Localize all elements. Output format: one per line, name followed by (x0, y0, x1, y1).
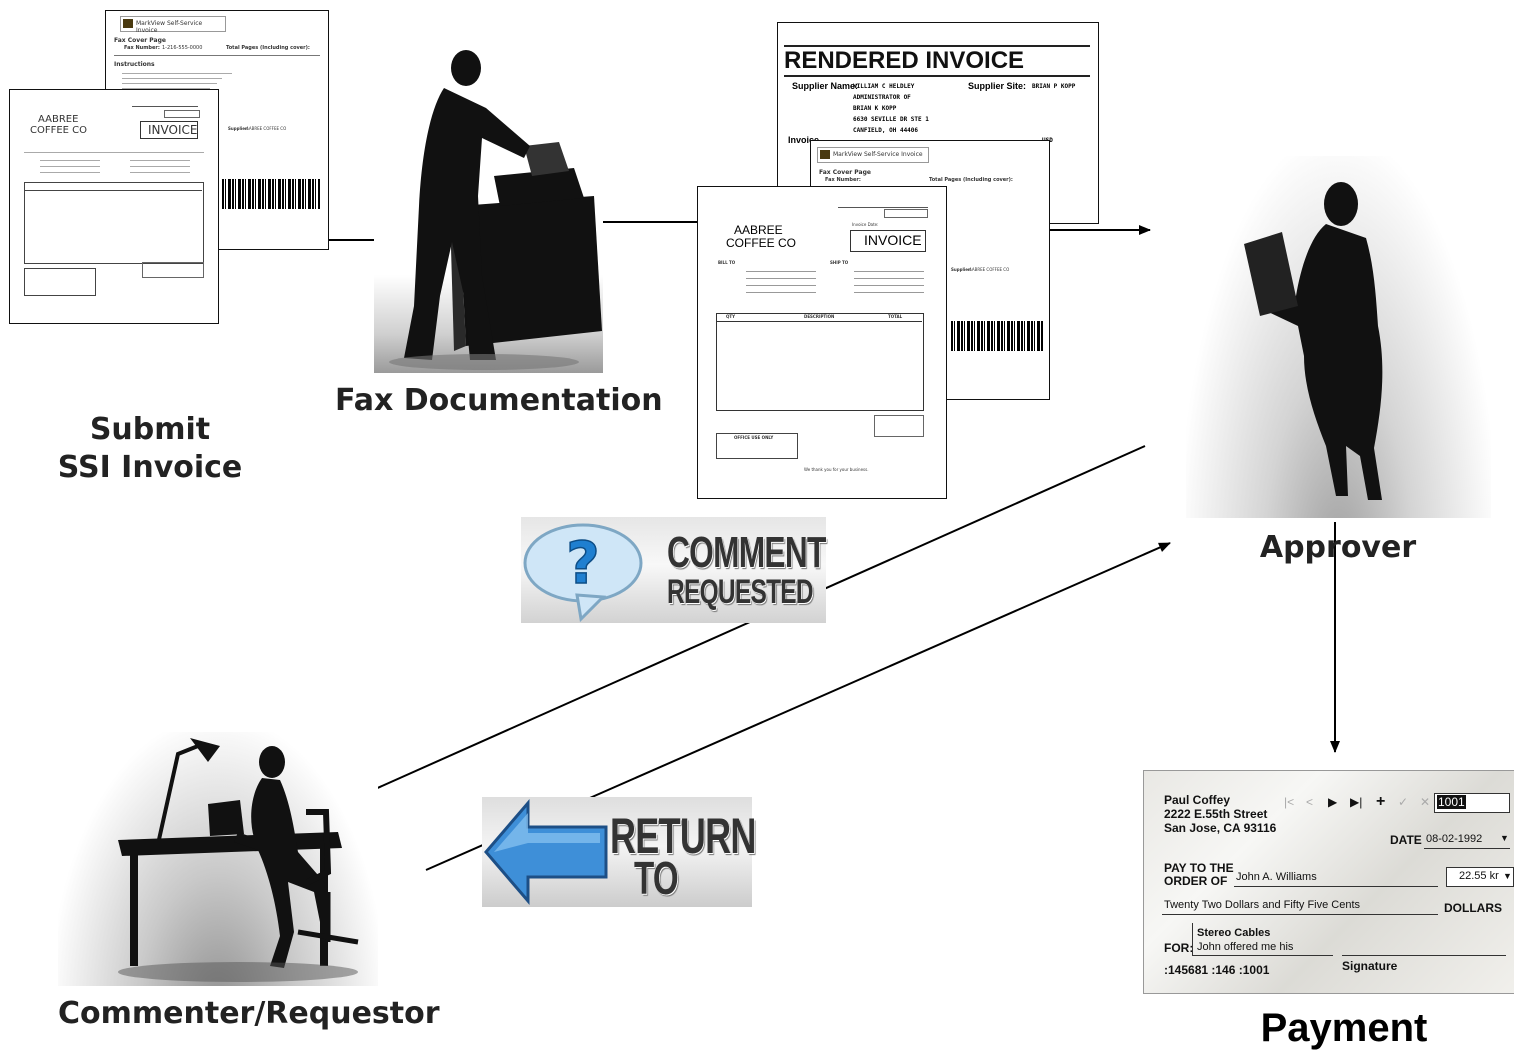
approver-silhouette (1244, 182, 1383, 500)
logo-mark-icon-2 (820, 150, 830, 159)
office-use-label: OFFICE USE ONLY (734, 435, 774, 440)
rendered-invoice-label: Invoice (788, 135, 820, 145)
bill-to-label: BILL TO (718, 260, 736, 265)
supplier-address-line-4: CANFIELD, OH 44406 (853, 127, 919, 134)
fax-supplier-value: AABREE COFFEE CO (246, 126, 287, 131)
return-to-stamp: RETURN TO (482, 797, 756, 907)
supplier-address-line-3: 6630 SEVILLE DR STE 1 (853, 116, 929, 123)
check-date[interactable]: 08-02-1992 (1426, 833, 1483, 845)
fax-cover-header-2: MarkView Self-Service Invoice (833, 151, 923, 158)
fax-operator-photo (374, 46, 603, 373)
micr-line: :145681 :146 :1001 (1164, 963, 1270, 977)
confirm-icon[interactable]: ✓ (1398, 795, 1409, 809)
svg-text:?: ? (566, 529, 600, 597)
question-bubble-icon: ? (523, 523, 643, 623)
prev-record-icon[interactable]: < (1306, 795, 1314, 809)
fax-number: 1-216-555-0000 (162, 45, 203, 51)
delete-icon[interactable]: ✕ (1420, 795, 1431, 809)
markview-logo-2: MarkView Self-Service Invoice (817, 147, 929, 163)
payer-city: San Jose, CA 93116 (1164, 821, 1277, 835)
return-line1: RETURN (610, 808, 756, 864)
memo-field[interactable]: Stereo Cables John offered me his (1192, 923, 1333, 956)
total-pages-label-2: Total Pages (Including cover): (929, 177, 1013, 183)
last-record-icon[interactable]: ▶| (1350, 795, 1363, 809)
ship-to-label: SHIP TO (830, 260, 849, 265)
scanned-company-line1: AABREE (734, 223, 783, 237)
col-total: TOTAL (888, 314, 903, 319)
memo-line2: John offered me his (1197, 941, 1294, 953)
comment-requested-stamp: ? COMMENT REQUESTED (521, 517, 826, 623)
payment-check: Paul Coffey 2222 E.55th Street San Jose,… (1143, 770, 1514, 994)
payer-street: 2222 E.55th Street (1164, 807, 1268, 821)
first-record-icon[interactable]: |< (1284, 795, 1295, 809)
check-nav-toolbar: |< < ▶ ▶| + ✓ ✕ (1284, 793, 1434, 811)
fax-cover-header: MarkView Self-Service Invoice (136, 20, 203, 34)
return-line2: TO (634, 852, 679, 904)
fax-number-label-2: Fax Number: (825, 177, 861, 183)
payee-name[interactable]: John A. Williams (1236, 871, 1317, 883)
fax-cover-title: Fax Cover Page (114, 37, 166, 44)
supplier-address-line-1: ADMINISTRATOR OF (853, 94, 911, 101)
check-number: 1001 (1437, 795, 1466, 809)
fax-number-label: Fax Number: (124, 45, 160, 51)
amount-dropdown-icon[interactable]: ▼ (1503, 871, 1512, 881)
scanned-invoice-date-label: Invoice Date: (852, 222, 879, 227)
supplier-name-label: Supplier Name: (792, 81, 859, 91)
fax-supplier-value-2: AABREE COFFEE CO (969, 267, 1010, 272)
supplier-address-line-0: WILLIAM C HELDLEY (853, 83, 915, 90)
fax-cover-barcode (222, 179, 320, 209)
supplier-site-label: Supplier Site: (968, 81, 1027, 91)
payer-name: Paul Coffey (1164, 793, 1231, 807)
fax-supplier-label: Supplier: (228, 126, 249, 131)
rendered-invoice-title: RENDERED INVOICE (784, 47, 1025, 74)
col-qty: QTY (726, 314, 736, 319)
logo-mark-icon (123, 19, 133, 28)
check-number-field[interactable]: 1001 (1434, 793, 1510, 813)
pay-to-label-1: PAY TO THE (1164, 861, 1234, 875)
comment-line2: REQUESTED (667, 573, 814, 611)
supplier-address-line-2: BRIAN K KOPP (853, 105, 897, 112)
label-approver: Approver (1259, 530, 1417, 565)
total-pages-label: Total Pages (Including cover): (226, 45, 310, 51)
commenter-photo (58, 732, 378, 986)
submit-invoice-doc: AABREE COFFEE CO INVOICE (9, 89, 219, 324)
scanned-invoice-title: INVOICE (864, 232, 922, 248)
fax-cover-barcode-2 (951, 321, 1043, 351)
dollars-label: DOLLARS (1444, 901, 1502, 915)
invoice-company-line1: AABREE (38, 114, 79, 125)
fax-operator-silhouette (389, 50, 602, 370)
label-submit-line2: SSI Invoice (57, 450, 243, 485)
next-record-icon[interactable]: ▶ (1328, 795, 1338, 809)
label-payment: Payment (1260, 1006, 1428, 1050)
scanned-invoice-doc: AABREE COFFEE CO Invoice Date: INVOICE B… (697, 186, 947, 499)
col-description: DESCRIPTION (804, 314, 835, 319)
add-record-icon[interactable]: + (1376, 793, 1386, 810)
fax-cover-title-2: Fax Cover Page (819, 169, 871, 176)
comment-line1: COMMENT (667, 528, 826, 577)
invoice-title: INVOICE (148, 123, 198, 137)
label-fax: Fax Documentation (335, 383, 663, 418)
fax-supplier-label-2: Supplier: (951, 267, 972, 272)
approver-photo (1186, 156, 1491, 518)
instructions-title: Instructions (114, 61, 155, 68)
scanned-company-line2: COFFEE CO (726, 236, 797, 250)
blue-left-arrow-icon (484, 798, 608, 906)
date-dropdown-icon[interactable]: ▼ (1500, 833, 1509, 843)
for-label: FOR: (1164, 941, 1194, 955)
date-label: DATE (1390, 833, 1422, 847)
check-amount: 22.55 kr (1459, 870, 1499, 882)
label-commenter: Commenter/Requestor (58, 996, 440, 1031)
label-submit-line1: Submit (89, 412, 211, 447)
signature-label: Signature (1342, 959, 1398, 973)
scanned-line-items-table (716, 313, 924, 411)
memo-line1: Stereo Cables (1197, 927, 1271, 939)
amount-field[interactable]: 22.55 kr ▼ (1446, 867, 1514, 887)
pay-to-label-2: ORDER OF (1164, 874, 1228, 888)
thanks-note: We thank you for your business. (804, 467, 869, 472)
markview-logo: MarkView Self-Service Invoice (120, 16, 226, 34)
invoice-company-line2: COFFEE CO (30, 125, 88, 136)
commenter-silhouette (118, 738, 359, 982)
supplier-site-value: BRIAN P KOPP (1032, 83, 1076, 90)
amount-in-words: Twenty Two Dollars and Fifty Five Cents (1164, 899, 1361, 911)
